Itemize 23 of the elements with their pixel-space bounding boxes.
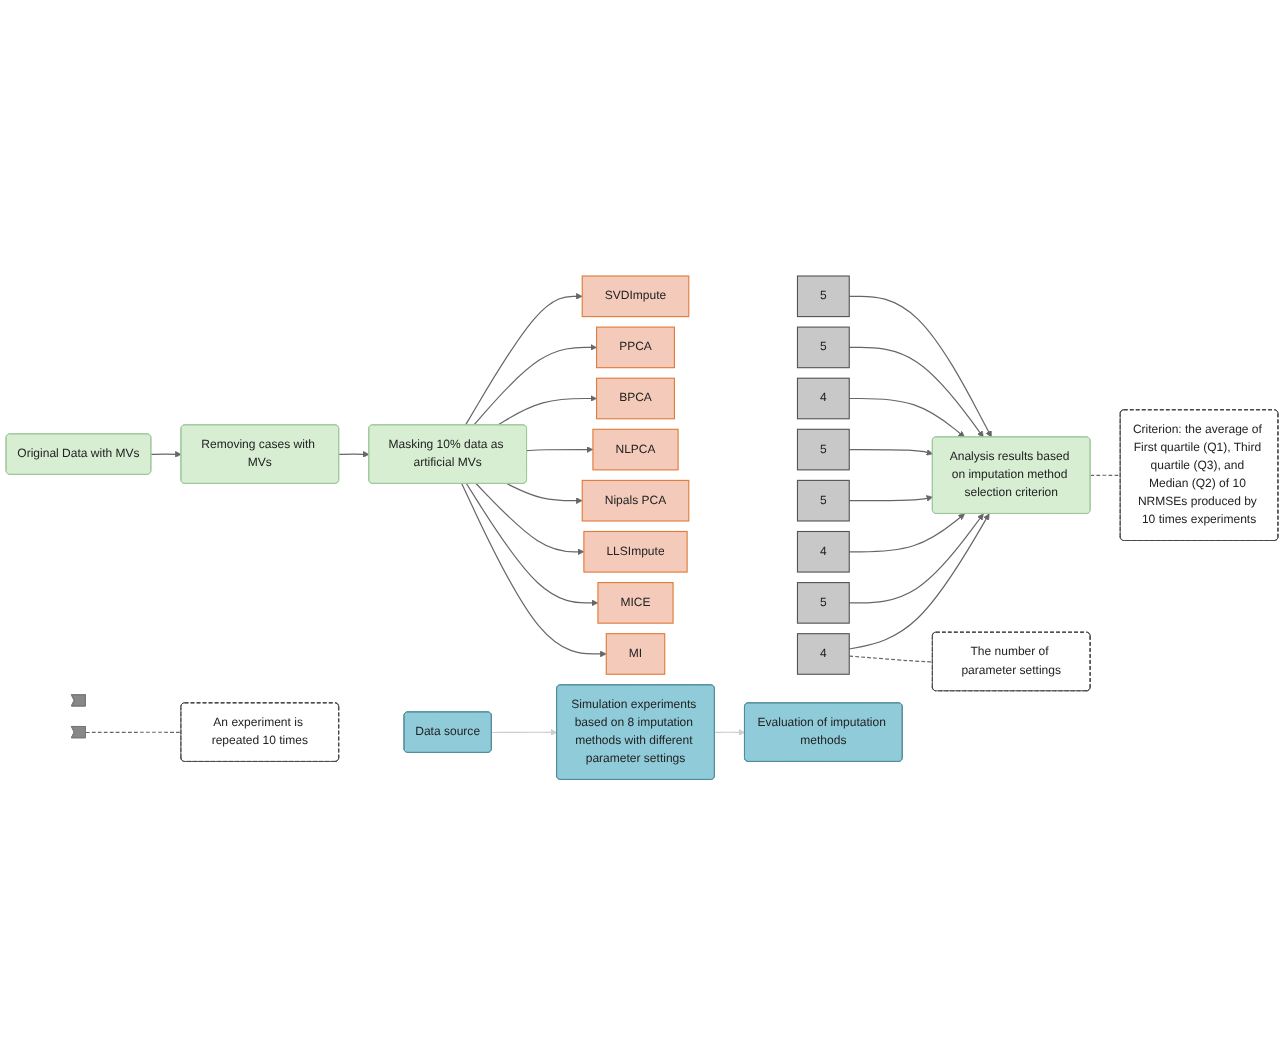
arrow — [491, 728, 558, 735]
arrow — [848, 346, 984, 437]
arrow — [465, 482, 599, 606]
arrow — [848, 397, 965, 437]
arrow — [338, 450, 370, 457]
arrow — [526, 445, 594, 453]
arrow — [714, 728, 746, 735]
arrow — [848, 512, 965, 552]
connector — [1089, 473, 1122, 476]
arrow — [473, 343, 597, 426]
arrow — [475, 482, 585, 555]
arrow — [848, 448, 933, 455]
arrow — [496, 394, 597, 426]
arrow — [461, 482, 607, 657]
arrow — [848, 294, 992, 437]
arrow — [464, 292, 583, 426]
connector — [85, 730, 182, 733]
arrow — [848, 512, 984, 603]
arrow — [848, 494, 933, 501]
arrow — [848, 512, 990, 649]
arrow — [506, 482, 583, 504]
connector — [848, 654, 934, 662]
arrow — [150, 450, 182, 457]
